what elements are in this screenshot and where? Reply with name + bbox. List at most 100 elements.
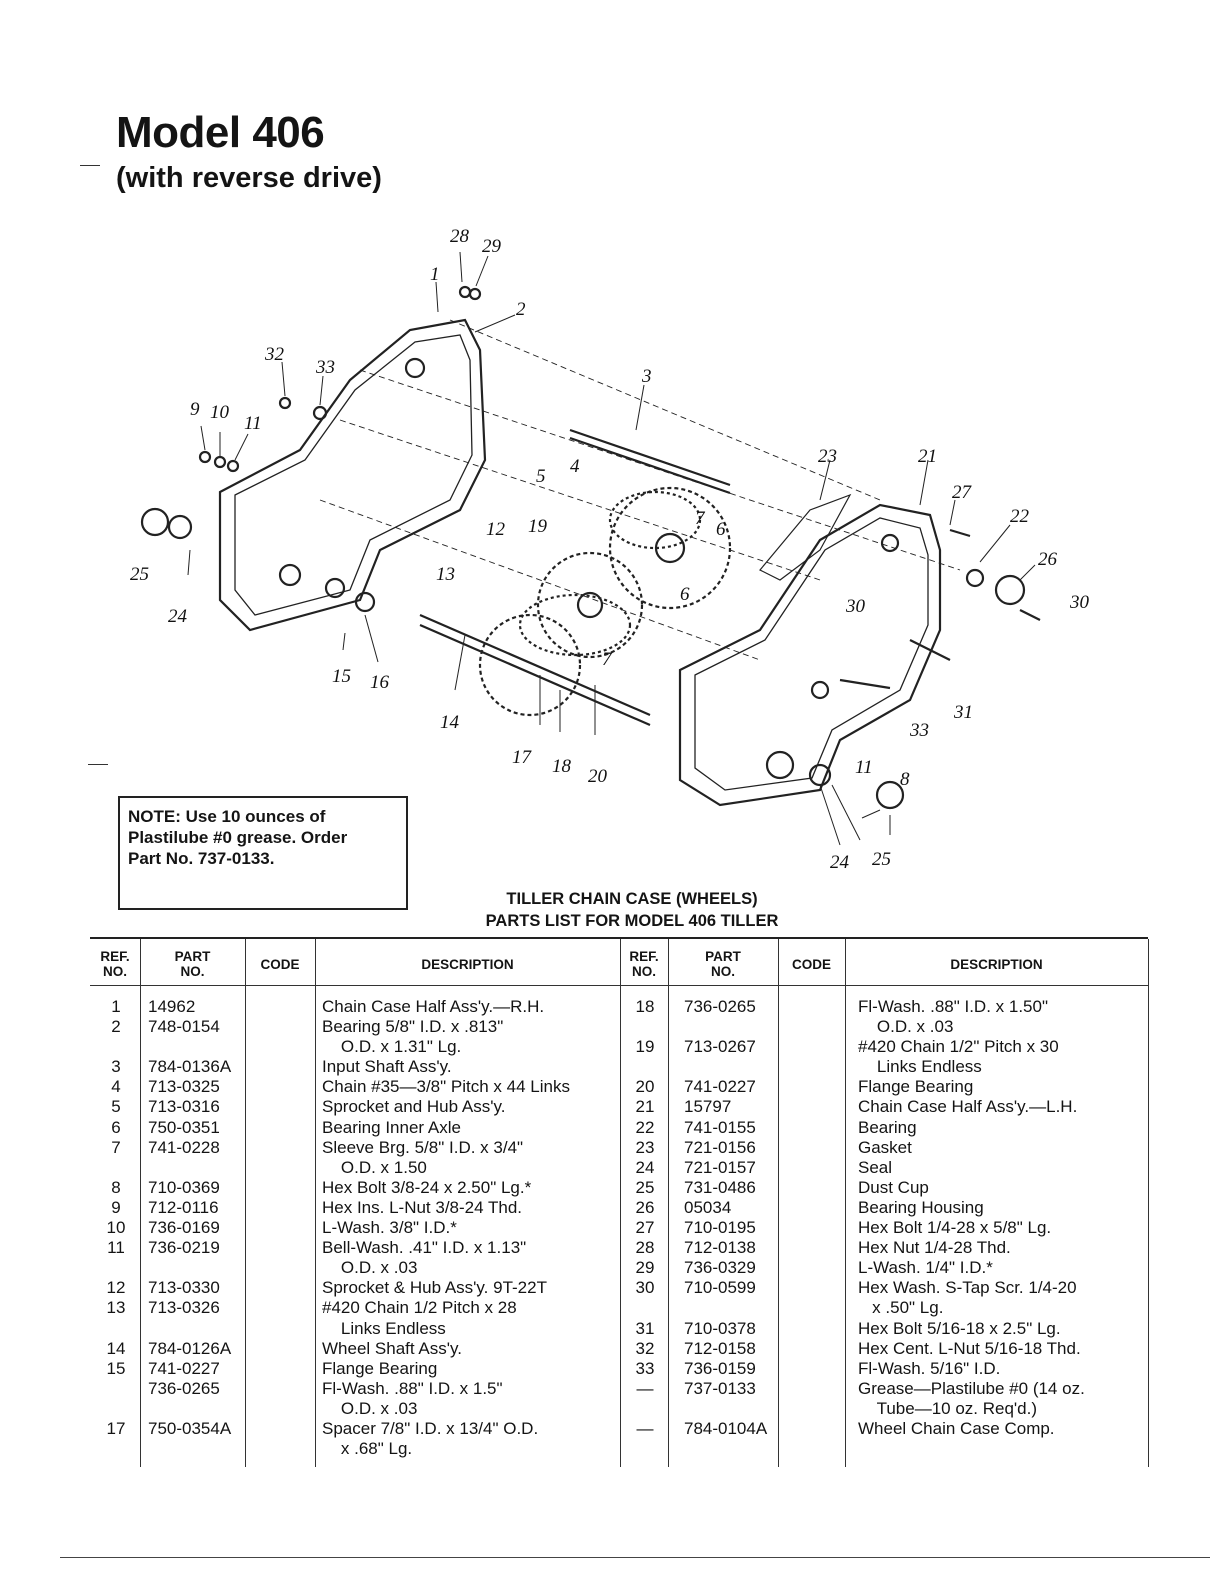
table-cell-part-no: 750-0351 [148, 1117, 220, 1137]
table-cell-ref: 23 [635, 1137, 655, 1157]
table-cell-ref: 5 [111, 1097, 121, 1117]
table-cell-description: Links Endless [858, 1057, 982, 1077]
table-cell-part-no: 713-0325 [148, 1077, 220, 1097]
table-cell-ref: 27 [635, 1218, 655, 1238]
table-cell-ref [98, 1379, 134, 1399]
table-cell-part-no: 713-0267 [684, 1037, 756, 1057]
margin-mark [88, 764, 108, 765]
table-cell-description: Hex Bolt 5/16-18 x 2.5" Lg. [858, 1318, 1061, 1338]
table-cell-description: Hex Bolt 1/4-28 x 5/8" Lg. [858, 1218, 1052, 1238]
table-cell-part-no [684, 1057, 776, 1077]
table-cell-part-no: 710-0195 [684, 1218, 756, 1238]
table-cell-description: x .50" Lg. [858, 1298, 944, 1318]
callout-4: 4 [570, 456, 580, 477]
table-cell-description: Fl-Wash. .88" I.D. x 1.50" [858, 997, 1048, 1016]
table-cell-ref [98, 1037, 134, 1057]
table-cell-part-no: 14962 [148, 997, 196, 1016]
table-cell-part-no [148, 1399, 244, 1419]
grease-note: NOTE: Use 10 ounces of Plastilube #0 gre… [118, 796, 408, 910]
table-cell-description: Bearing 5/8" I.D. x .813" [322, 1017, 504, 1037]
table-cell-description: #420 Chain 1/2 Pitch x 28 [322, 1298, 517, 1318]
table-cell-part-no: 736-0159 [684, 1358, 756, 1378]
table-cell-part-no: 710-0378 [684, 1318, 756, 1338]
table-cell-part-no [148, 1319, 244, 1339]
table-cell-description: Hex Wash. S-Tap Scr. 1/4-20 [858, 1278, 1077, 1298]
header-ref-no: REF.NO. [629, 949, 659, 979]
table-cell-ref: 12 [106, 1278, 126, 1298]
callout-32: 32 [264, 344, 285, 365]
table-cell-part-no [684, 1017, 776, 1037]
table-cell-part-no: 712-0138 [684, 1238, 756, 1258]
table-cell-description: Flange Bearing [322, 1358, 438, 1378]
header-description: DESCRIPTION [950, 956, 1043, 972]
note-line: Part No. 737-0133. [128, 849, 275, 868]
page-title: Model 406 [116, 108, 325, 157]
table-cell-ref: 2 [111, 1017, 121, 1037]
table-cell-description: #420 Chain 1/2" Pitch x 30 [858, 1037, 1059, 1057]
table-cell-ref: 6 [111, 1117, 121, 1137]
margin-mark [80, 165, 100, 166]
table-cell-part-no: 736-0265 [148, 1378, 220, 1398]
input-shaft [569, 428, 731, 487]
table-cell-part-no [148, 1037, 244, 1057]
callout-14: 14 [440, 712, 460, 733]
callout-26: 26 [1038, 549, 1058, 570]
table-cell-description: Bearing Housing [858, 1197, 984, 1217]
table-cell-description: Gasket [858, 1137, 912, 1157]
table-cell-description: Grease—Plastilube #0 (14 oz. [858, 1378, 1085, 1398]
table-cell-part-no [684, 1298, 776, 1318]
table-cell-part-no: 15797 [684, 1097, 732, 1117]
table-cell-ref: 10 [106, 1218, 126, 1238]
callout-2: 2 [516, 299, 526, 320]
header-code: CODE [791, 956, 831, 972]
table-cell-ref: 7 [111, 1137, 121, 1157]
table-cell-description: L-Wash. 3/8" I.D.* [322, 1218, 457, 1238]
table-cell-part-no: 741-0227 [684, 1077, 756, 1097]
table-cell-part-no [148, 1439, 244, 1459]
table-cell-ref: 22 [635, 1117, 655, 1137]
table-cell-part-no: 741-0227 [148, 1358, 220, 1378]
table-cell-part-no: 750-0354A [148, 1418, 232, 1438]
table-cell-part-no: 05034 [684, 1197, 732, 1217]
sprocket-middle [536, 551, 644, 659]
table-cell-part-no: 736-0219 [148, 1238, 220, 1258]
page-subtitle: (with reverse drive) [116, 162, 382, 194]
chain-420 [518, 593, 632, 657]
table-cell-part-no: 710-0599 [684, 1278, 756, 1298]
callout-19: 19 [528, 516, 548, 537]
callout-27: 27 [952, 482, 973, 503]
table-cell-part-no: 712-0158 [684, 1338, 756, 1358]
callout-9: 9 [190, 399, 200, 420]
table-cell-part-no: 748-0154 [148, 1017, 220, 1037]
table-cell-description: Fl-Wash. 5/16" I.D. [858, 1358, 1001, 1378]
callout-10: 10 [210, 402, 230, 423]
callout-30b: 30 [845, 596, 866, 617]
table-cell-description: Hex Ins. L-Nut 3/8-24 Thd. [322, 1197, 523, 1217]
chain-35 [608, 490, 702, 550]
callout-15: 15 [332, 666, 351, 687]
callout-1: 1 [430, 264, 440, 285]
table-cell-ref: 1 [111, 997, 121, 1016]
table-cell-description: Chain #35—3/8" Pitch x 44 Links [322, 1077, 570, 1097]
table-cell-part-no: 736-0265 [684, 997, 756, 1016]
callout-11: 11 [244, 413, 262, 434]
callout-20: 20 [588, 766, 608, 787]
table-cell-ref: — [636, 1378, 654, 1398]
table-cell-ref [624, 1057, 666, 1077]
table-cell-part-no: 713-0326 [148, 1298, 220, 1318]
table-cell-ref: 18 [635, 997, 655, 1016]
table-cell-description: Seal [858, 1157, 893, 1177]
table-cell-description: L-Wash. 1/4" I.D.* [858, 1258, 993, 1278]
header-description: DESCRIPTION [421, 956, 514, 972]
callout-7a: 7 [695, 508, 706, 529]
chain-case-rh [218, 318, 487, 632]
table-cell-part-no: 741-0228 [148, 1137, 220, 1157]
note-line: NOTE: Use 10 ounces of [128, 807, 326, 826]
table-cell-part-no: 721-0157 [684, 1157, 756, 1177]
sprocket-upper [608, 486, 732, 610]
table-cell-ref: 21 [635, 1097, 655, 1117]
